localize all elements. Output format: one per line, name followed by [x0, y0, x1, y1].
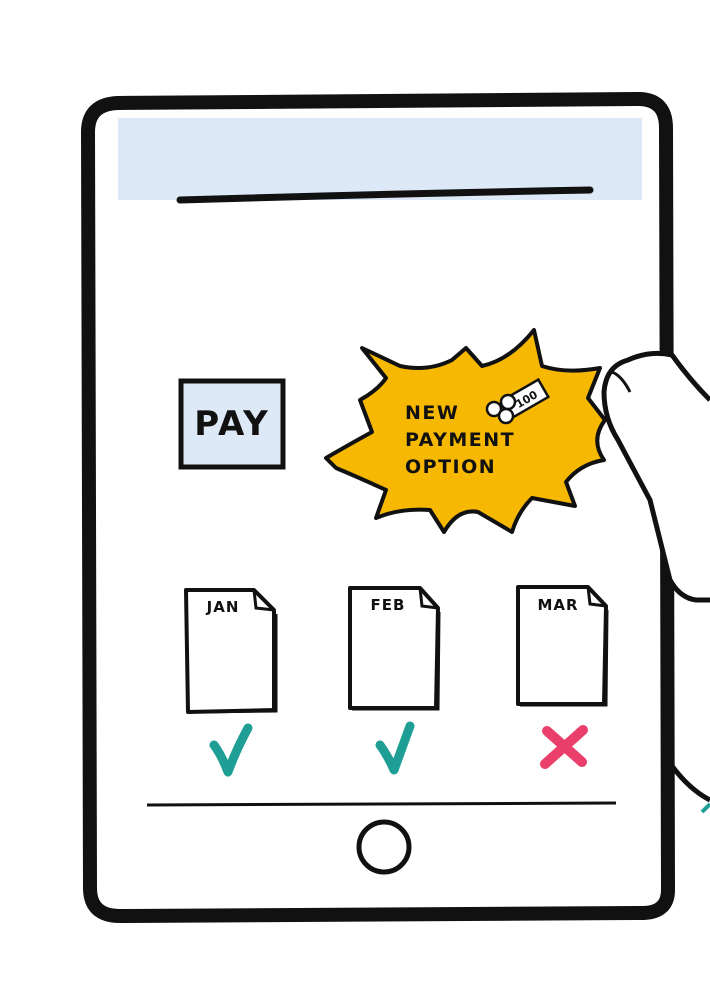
promo-line-1: NEW: [405, 402, 460, 424]
header-underline: [176, 186, 594, 204]
pay-button-box: [178, 378, 286, 470]
header-bar: [118, 118, 642, 200]
money-icon: 100: [485, 377, 551, 425]
document-icon-jan: [184, 588, 278, 714]
promo-burst: 100: [324, 328, 607, 534]
document-icon-feb: [348, 586, 441, 711]
bottom-divider: [146, 801, 617, 807]
month-item-jan[interactable]: [186, 588, 278, 714]
promo-line-2: PAYMENT: [405, 429, 516, 451]
home-button[interactable]: [357, 820, 411, 874]
promo-burst-text: NEW PAYMENT OPTION: [405, 400, 515, 481]
pay-button[interactable]: [181, 381, 283, 467]
new-payment-option-button[interactable]: [330, 340, 605, 530]
document-label-jan: JAN: [206, 598, 240, 616]
document-icon-mar: [516, 585, 609, 707]
promo-line-3: OPTION: [405, 456, 497, 478]
checkmark-icon-feb: [375, 721, 415, 775]
month-item-mar[interactable]: [516, 585, 610, 709]
pay-button-label: PAY: [194, 404, 270, 444]
home-button-circle: [356, 819, 412, 875]
document-label-mar: MAR: [537, 596, 579, 614]
month-item-feb[interactable]: [350, 586, 442, 712]
hand-finger: [601, 350, 710, 814]
checkmark-icon-jan: [209, 723, 253, 777]
cross-icon-mar: [540, 725, 588, 769]
document-label-feb: FEB: [370, 596, 406, 614]
